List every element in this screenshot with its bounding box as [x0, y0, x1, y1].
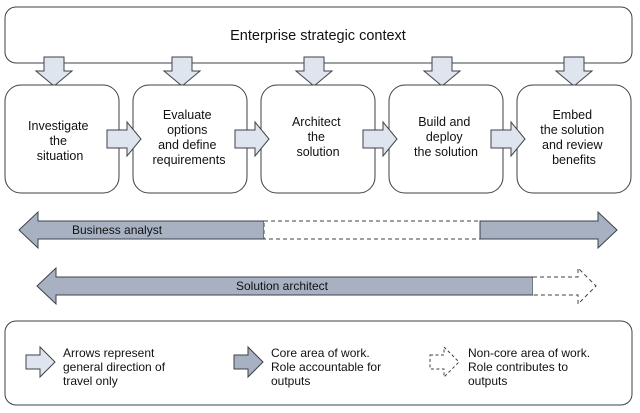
stage-3-line-1: Architect — [292, 115, 341, 129]
legend-core-line-2: Role accountable for — [271, 360, 381, 374]
business-analyst-arrow-left — [18, 210, 265, 250]
stage-5-line-3: and review — [542, 138, 603, 152]
legend-direction-text: Arrows represent general direction of tr… — [63, 346, 168, 388]
legend-box — [4, 320, 633, 406]
right-arrow-1 — [106, 120, 142, 158]
stage-5-line-4: benefits — [552, 153, 596, 167]
stage-label-1: Investigate the situation — [28, 119, 92, 163]
legend-noncore-line-1: Non-core area of work. — [468, 346, 590, 360]
stage-5-line-2: the solution — [540, 123, 604, 137]
legend-noncore-line-2: Role contributes to — [468, 360, 568, 374]
stage-2-line-1: Evaluate — [163, 108, 212, 122]
right-arrow-4 — [490, 120, 526, 158]
stage-3-line-2: the — [308, 130, 325, 144]
business-analyst-noncore-segment — [263, 220, 481, 240]
legend-noncore-text: Non-core area of work. Role contributes … — [468, 346, 593, 388]
stage-1-line-3: situation — [37, 149, 84, 163]
stage-1-line-2: the — [50, 134, 67, 148]
legend-noncore-arrow-icon — [429, 345, 460, 379]
business-analyst-arrow-right — [479, 210, 618, 250]
legend-direction-line-1: Arrows represent — [63, 346, 155, 360]
stage-4-line-2: deploy — [426, 130, 464, 144]
stage-4-line-1: Build and — [418, 115, 470, 129]
business-analyst-label: Business analyst — [72, 223, 163, 237]
stage-3-line-3: solution — [296, 145, 339, 159]
down-arrow-3 — [294, 56, 334, 87]
stage-2-line-3: and define — [158, 138, 216, 152]
stage-2-line-4: requirements — [153, 153, 226, 167]
legend-core-line-3: outputs — [271, 374, 310, 388]
stage-5-line-1: Embed — [552, 108, 592, 122]
stage-label-5: Embed the solution and review benefits — [540, 108, 607, 167]
legend-direction-arrow-icon — [25, 345, 56, 379]
legend-core-arrow-icon — [233, 345, 264, 379]
legend-direction-line-3: travel only — [63, 374, 118, 388]
stage-2-line-2: options — [167, 123, 207, 137]
legend-direction-line-2: general direction of — [63, 360, 166, 374]
header-label: Enterprise strategic context — [230, 28, 406, 44]
solution-architect-arrow-core — [36, 266, 534, 306]
stage-label-2: Evaluate options and define requirements — [153, 108, 226, 167]
legend-noncore-line-3: outputs — [468, 374, 507, 388]
down-arrow-4 — [422, 56, 462, 87]
stage-4-line-3: the solution — [414, 145, 478, 159]
legend-core-text: Core area of work. Role accountable for … — [271, 346, 384, 388]
right-arrow-2 — [234, 120, 270, 158]
stage-label-4: Build and deploy the solution — [414, 115, 478, 159]
stage-1-line-1: Investigate — [28, 119, 89, 133]
down-arrow-5 — [554, 56, 594, 87]
solution-architect-label: Solution architect — [236, 279, 329, 293]
down-arrow-1 — [34, 56, 74, 87]
solution-architect-arrow-noncore — [533, 266, 597, 306]
legend-core-line-1: Core area of work. — [271, 346, 370, 360]
right-arrow-3 — [362, 120, 398, 158]
stage-label-3: Architect the solution — [292, 115, 344, 159]
down-arrow-2 — [162, 56, 202, 87]
